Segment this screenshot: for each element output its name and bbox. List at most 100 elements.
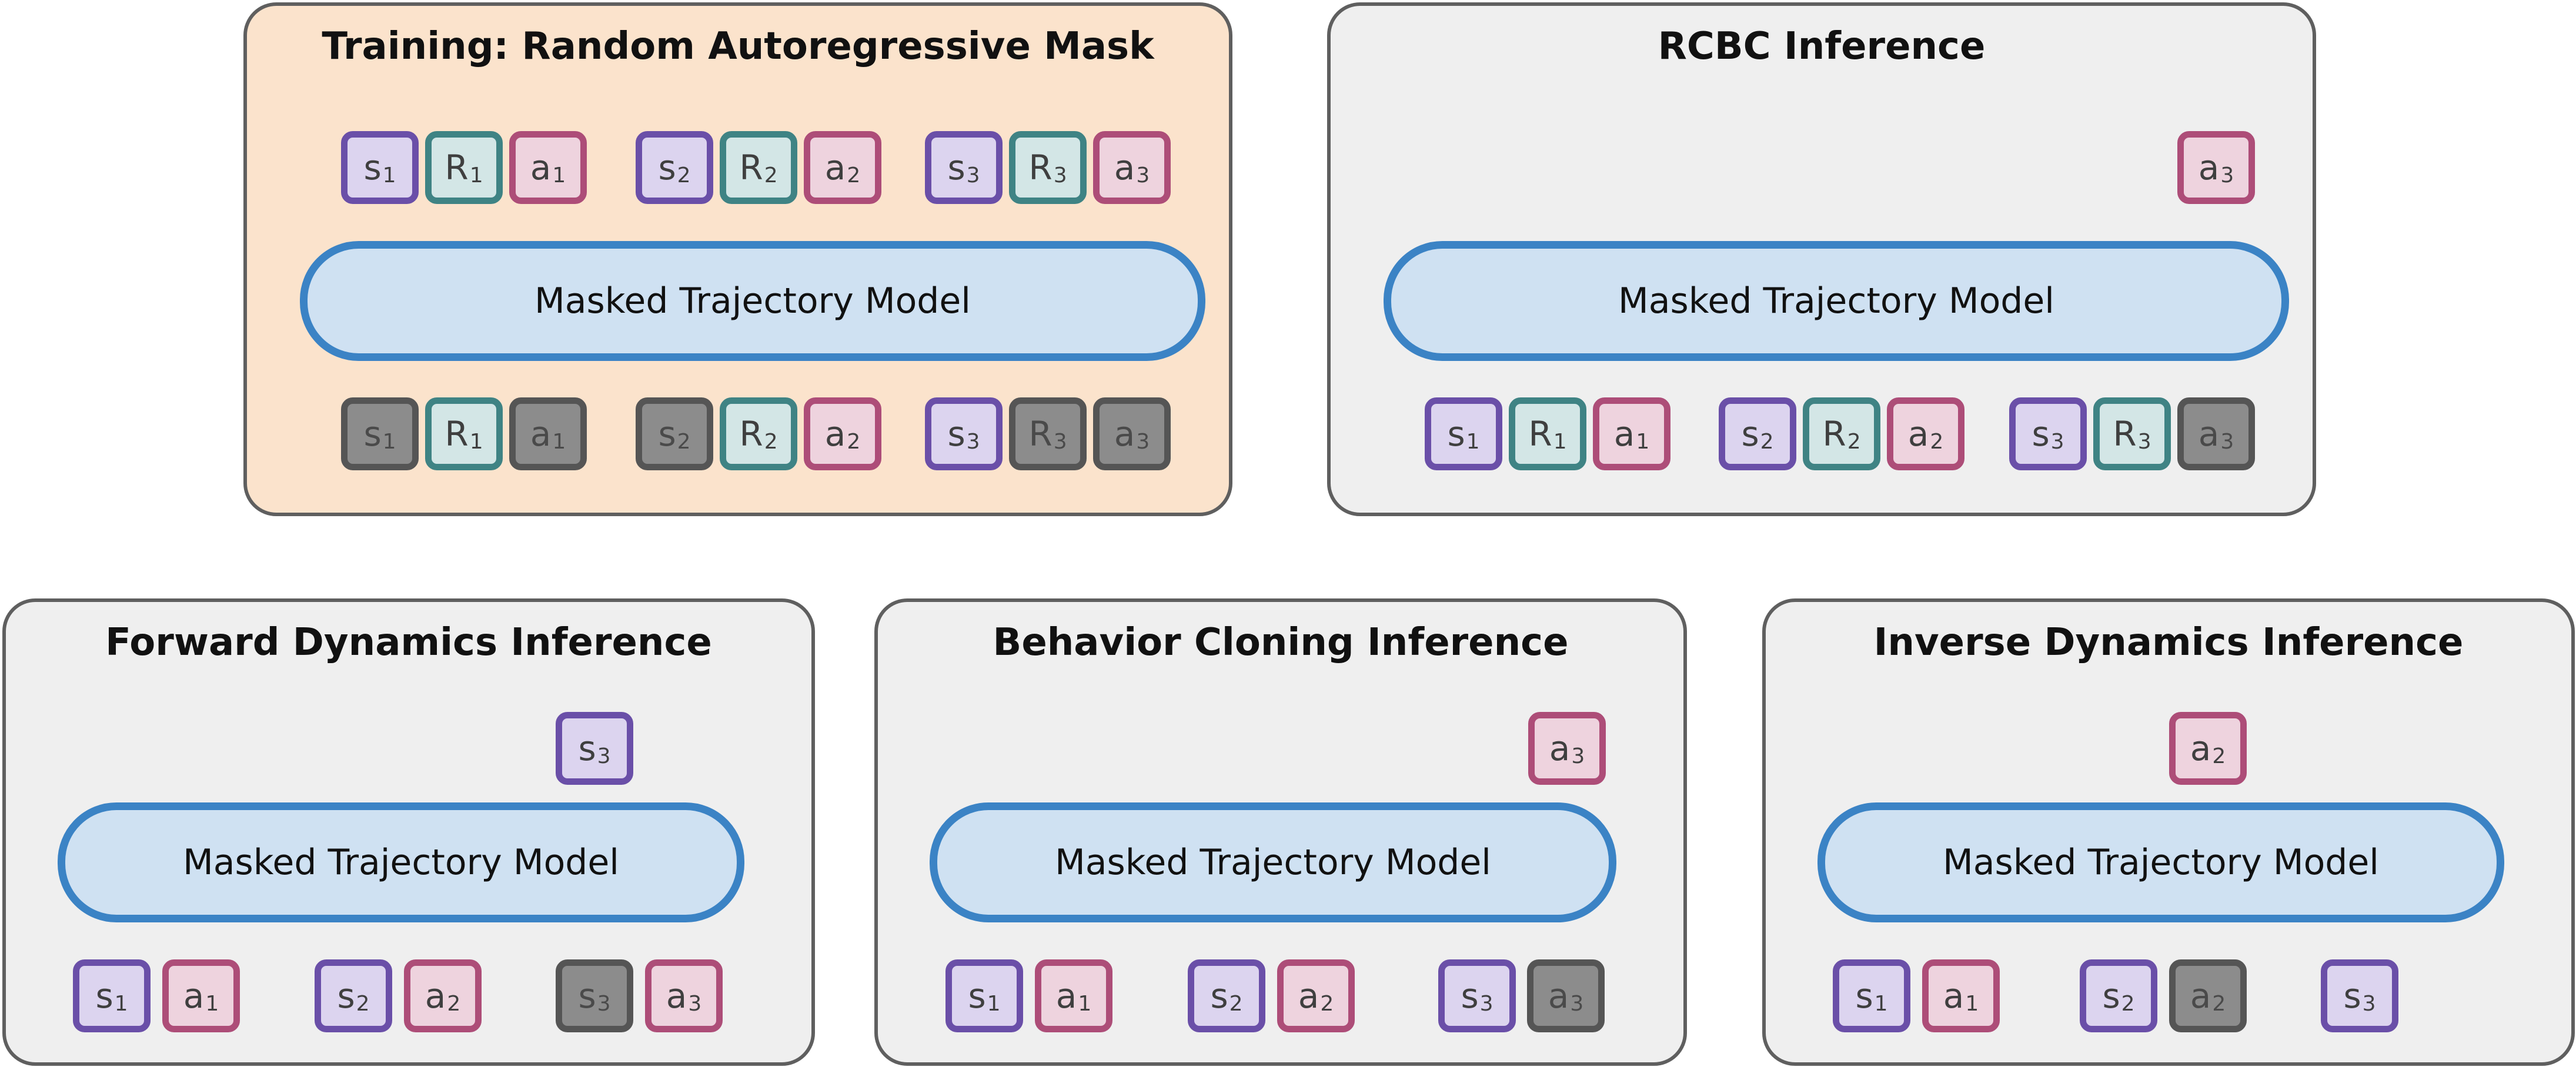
token-letter: R — [739, 148, 763, 188]
token-letter: a — [2198, 148, 2220, 188]
masked-trajectory-model: Masked Trajectory Model — [1384, 241, 2289, 361]
token-letter: s — [947, 414, 965, 454]
token-letter: s — [2032, 414, 2050, 454]
model-label: Masked Trajectory Model — [1618, 280, 2054, 322]
token-letter: a — [2190, 728, 2211, 768]
panel-title: RCBC Inference — [1658, 25, 1986, 68]
token-letter: s — [578, 976, 596, 1016]
token-letter: s — [947, 148, 965, 188]
token-letter: a — [2198, 414, 2220, 454]
token-letter: a — [1298, 976, 1319, 1016]
model-label: Masked Trajectory Model — [534, 280, 971, 322]
token-letter: a — [1943, 976, 1964, 1016]
token-letter: s — [658, 414, 676, 454]
token-letter: a — [183, 976, 205, 1016]
panel-training: Training: Random Autoregressive Mask Mas… — [243, 2, 1232, 516]
token-letter: s — [578, 728, 596, 768]
token-letter: a — [425, 976, 446, 1016]
token-letter: a — [1907, 414, 1929, 454]
token-letter: R — [1028, 414, 1053, 454]
token-letter: s — [968, 976, 986, 1016]
masked-trajectory-model: Masked Trajectory Model — [58, 802, 744, 922]
token-letter: a — [824, 414, 846, 454]
panel-title: Training: Random Autoregressive Mask — [322, 25, 1154, 68]
token-letter: s — [2102, 976, 2120, 1016]
masked-trajectory-model: Masked Trajectory Model — [1817, 802, 2504, 922]
token-letter: R — [445, 148, 469, 188]
token-letter: R — [1028, 148, 1053, 188]
masked-trajectory-model: Masked Trajectory Model — [930, 802, 1616, 922]
token-letter: R — [1822, 414, 1846, 454]
token-letter: a — [1613, 414, 1635, 454]
panel-title: Inverse Dynamics Inference — [1873, 621, 2464, 664]
token-letter: s — [1855, 976, 1873, 1016]
panel-forward-dynamics: Forward Dynamics Inference Masked Trajec… — [2, 598, 815, 1066]
token-letter: a — [1114, 414, 1135, 454]
token-letter: s — [1741, 414, 1759, 454]
token-letter: s — [1210, 976, 1228, 1016]
token-letter: s — [363, 414, 382, 454]
token-letter: a — [666, 976, 687, 1016]
token-letter: s — [1461, 976, 1479, 1016]
model-label: Masked Trajectory Model — [1055, 842, 1491, 883]
token-letter: s — [363, 148, 382, 188]
token-letter: R — [2113, 414, 2137, 454]
panel-behavior-cloning: Behavior Cloning Inference Masked Trajec… — [874, 598, 1687, 1066]
token-letter: a — [1114, 148, 1135, 188]
token-letter: R — [1528, 414, 1552, 454]
model-label: Masked Trajectory Model — [1943, 842, 2379, 883]
token-letter: a — [530, 148, 552, 188]
token-letter: a — [824, 148, 846, 188]
token-letter: a — [1549, 728, 1571, 768]
panel-inverse-dynamics: Inverse Dynamics Inference Masked Trajec… — [1762, 598, 2575, 1066]
token-letter: s — [658, 148, 676, 188]
panel-rcbc: RCBC Inference Masked Trajectory Model a… — [1327, 2, 2316, 516]
token-letter: a — [2190, 976, 2211, 1016]
token-letter: a — [1055, 976, 1077, 1016]
token-letter: a — [1548, 976, 1569, 1016]
